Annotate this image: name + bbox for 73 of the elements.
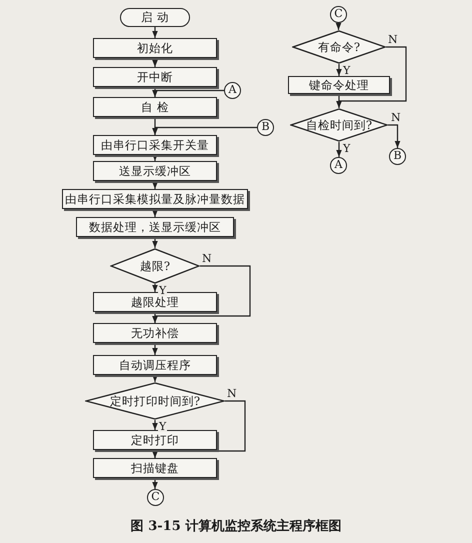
edge-label: N: [390, 112, 402, 123]
decision-diamond: [110, 248, 200, 284]
edge-label: N: [226, 388, 238, 399]
process-box: [62, 189, 248, 209]
connector-circle: [257, 119, 274, 136]
node-text: 定时打印时间到?: [110, 394, 200, 408]
arrow: [152, 126, 257, 135]
figure-caption: 图 3-15 计算机监控系统主程序框图: [130, 519, 342, 534]
node-text: A: [228, 84, 236, 97]
arrow: [336, 142, 342, 157]
decision-diamond: [290, 108, 388, 142]
connector-circle: [224, 82, 241, 99]
arrow: [152, 58, 158, 67]
node-text: 自动调压程序: [119, 358, 191, 372]
node-text: 数据处理，送显示缓冲区: [89, 220, 221, 234]
connector-circle: [147, 489, 164, 506]
node-text: B: [393, 150, 402, 163]
arrow: [152, 181, 158, 189]
arrow: [152, 209, 158, 217]
arrow: [152, 90, 224, 97]
process-box: [93, 355, 217, 375]
node-text: B: [261, 121, 270, 134]
node-text: 由串行口采集开关量: [101, 138, 209, 152]
node-text: 启 动: [141, 11, 169, 24]
edge-label: Y: [158, 421, 168, 432]
process-box: [93, 38, 217, 58]
arrow: [336, 23, 342, 30]
edge-label: N: [387, 34, 399, 45]
node-text: 送显示缓冲区: [119, 164, 191, 178]
node-text: 开中断: [137, 70, 173, 84]
process-box: [93, 323, 217, 343]
arrow: [152, 284, 158, 292]
arrow: [152, 450, 158, 458]
arrow: [388, 124, 400, 148]
node-text: 初始化: [137, 42, 173, 54]
node-text: 定时打印: [131, 434, 179, 446]
arrow: [152, 154, 158, 161]
decision-diamond: [85, 382, 225, 420]
node-text: 无功补偿: [131, 326, 179, 340]
process-box: [76, 217, 234, 237]
connector-circle: [330, 157, 347, 174]
node-text: A: [334, 159, 342, 172]
connector-circle: [389, 148, 406, 165]
arrow: [152, 375, 158, 382]
connector-circle: [330, 6, 347, 23]
process-box: [288, 76, 390, 94]
process-box: [93, 161, 217, 181]
edge-label: Y: [342, 65, 352, 76]
edge-label: Y: [158, 285, 168, 296]
process-box: [93, 67, 217, 87]
process-box: [93, 135, 217, 155]
node-text: 键命令处理: [309, 78, 369, 92]
arrow: [336, 64, 342, 76]
node-text: C: [334, 8, 343, 21]
process-box: [93, 430, 217, 450]
edge-label: N: [201, 253, 213, 264]
node-text: 越限?: [140, 260, 170, 272]
node-text: 越限处理: [131, 296, 179, 308]
arrow: [152, 27, 158, 38]
process-box: [93, 292, 217, 312]
node-text: 有命令?: [318, 40, 360, 54]
decision-diamond: [292, 30, 386, 64]
arrow: [152, 420, 158, 430]
node-text: C: [151, 491, 160, 504]
node-text: 自检时间到?: [306, 118, 372, 132]
node-text: 由串行口采集模拟量及脉冲量数据: [65, 192, 245, 206]
process-box: [93, 458, 217, 478]
edge-label: Y: [342, 143, 352, 154]
arrow: [336, 94, 342, 108]
start-terminal: [120, 8, 190, 27]
process-box: [93, 97, 217, 117]
node-text: 扫描键盘: [131, 462, 179, 474]
node-text: 自 检: [141, 100, 169, 114]
